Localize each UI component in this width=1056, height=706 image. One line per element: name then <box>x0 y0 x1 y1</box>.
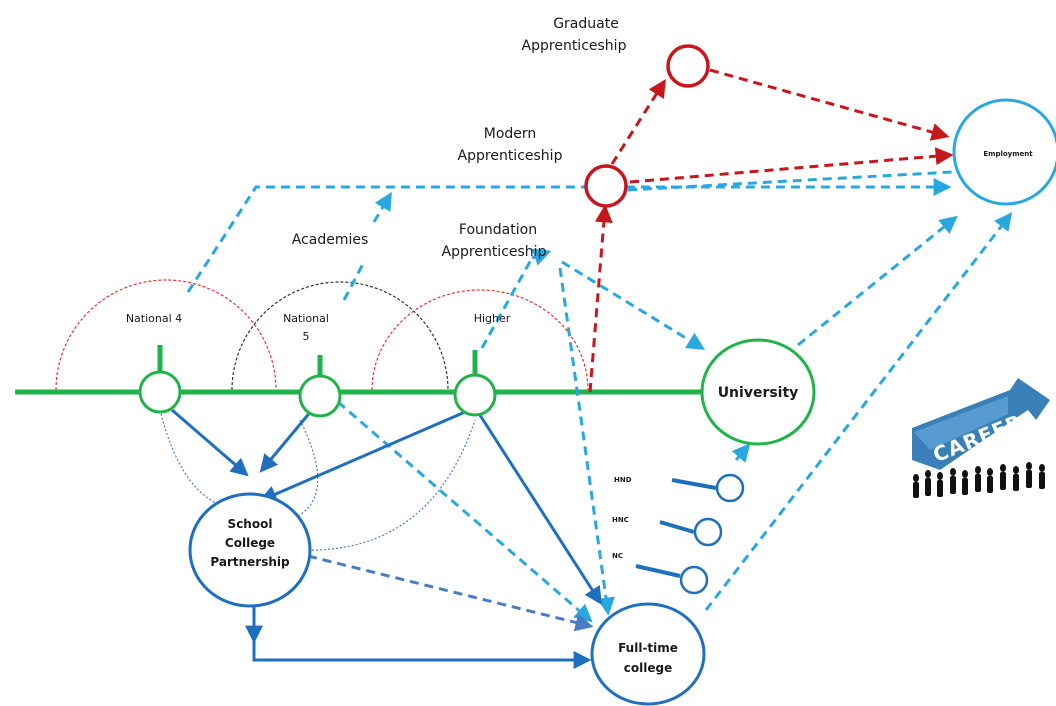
higher-to-fulltime-path <box>476 411 602 606</box>
employment-label: Employment <box>983 150 1033 158</box>
university-to-employment-path <box>797 215 958 347</box>
modern-to-employment-path <box>627 170 953 192</box>
modern-to-graduate-path <box>610 78 666 165</box>
school-label-line2: College <box>225 536 275 550</box>
foundation-label-line2: Apprenticeship <box>442 244 547 260</box>
higher-to-foundation-arrowhead <box>531 248 552 266</box>
national5-node <box>298 374 342 418</box>
hnd-pin <box>671 473 745 503</box>
national5-label-line1: National <box>283 312 329 325</box>
foundation-to-fulltime-path <box>558 267 615 616</box>
modern-apprenticeship-node <box>584 164 628 208</box>
higher-lower-arc <box>299 419 476 551</box>
modern-label-line1: Modern <box>484 126 537 142</box>
higher-node <box>453 373 497 417</box>
nat5-to-fulltime-path <box>337 400 593 623</box>
red-paths <box>588 68 954 393</box>
foundation-label-line1: Foundation <box>459 222 537 238</box>
university-node <box>700 338 816 446</box>
employment-node <box>952 98 1056 206</box>
higher-to-foundation-path <box>480 257 534 349</box>
school-label-line1: School <box>228 517 273 531</box>
light-blue-paths <box>186 170 1013 623</box>
school-to-fulltime-dashed-path <box>307 554 594 632</box>
national4-label: National 4 <box>126 312 182 325</box>
dark-blue-paths <box>171 408 602 669</box>
higher-to-school-path <box>258 410 466 503</box>
graduate-label-line1: Graduate <box>553 16 619 32</box>
fulltime-label-line2: college <box>624 661 672 675</box>
fulltime-college-node <box>590 602 706 706</box>
national5-arc <box>231 281 449 391</box>
school-college-partnership-node <box>188 492 312 608</box>
hnc-label: HNC <box>612 516 629 524</box>
national5-label-line2: 5 <box>303 330 310 343</box>
graduate-to-employment-path <box>709 68 950 141</box>
school-label-line3: Partnership <box>210 555 290 569</box>
school-to-fulltime-path <box>252 602 592 669</box>
hnc-pin <box>659 517 723 547</box>
nc-pin <box>635 564 709 595</box>
higher-to-modern-path <box>588 204 613 393</box>
hnd-label: HND <box>614 476 632 484</box>
national4-node <box>138 370 182 414</box>
nat4-to-school-path <box>171 408 249 477</box>
fulltime-label-line1: Full-time <box>618 641 678 655</box>
academies-label: Academies <box>292 232 369 248</box>
national4-arc <box>55 279 277 391</box>
university-label: University <box>718 385 799 401</box>
graduate-label-line2: Apprenticeship <box>522 38 627 54</box>
nc-label: NC <box>612 552 623 560</box>
academies-to-modern-path <box>372 191 392 223</box>
higher-arc <box>371 289 589 391</box>
modern-to-employment-red-path <box>629 147 954 184</box>
national5-lower-arc <box>289 419 319 521</box>
foundation-to-university-path <box>561 260 706 350</box>
graduate-apprenticeship-node <box>666 44 710 88</box>
hnd-to-university-path <box>731 443 751 463</box>
career-people-silhouettes <box>913 462 1045 498</box>
career-badge: CAREER <box>912 378 1050 498</box>
nat5-to-academies-path <box>342 261 366 301</box>
higher-label: Higher <box>474 312 511 325</box>
fulltime-to-employment-path <box>704 212 1013 611</box>
nat4-to-employment-path <box>186 178 952 293</box>
nat5-to-school-path <box>259 409 314 473</box>
modern-label-line2: Apprenticeship <box>458 148 563 164</box>
